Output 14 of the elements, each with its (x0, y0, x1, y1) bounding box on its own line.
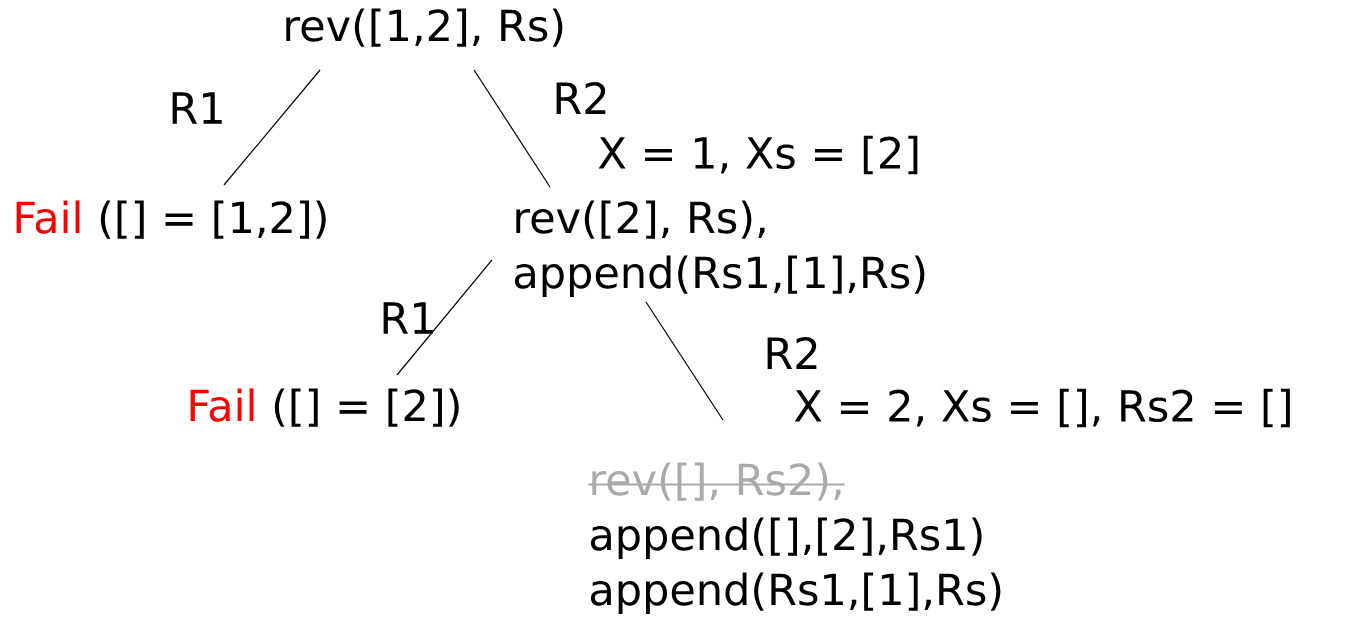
substitution-text: X = 1, Xs = [2] (598, 135, 918, 175)
tree-branch (396, 259, 493, 376)
rule-label: R1 (383, 302, 433, 334)
tree-branch (473, 69, 551, 188)
rule-label: R2 (767, 337, 817, 369)
tree-branch (645, 301, 724, 421)
goal-text: Fail ([] = [2]) (190, 388, 459, 427)
goal-text: rev([1,2], Rs) (286, 8, 563, 47)
rule-label: R2 (556, 82, 606, 114)
substitution-text: X = 2, Xs = [], Rs2 = [] (794, 388, 1290, 428)
goal-text: rev([2], Rs), append(Rs1,[1],Rs) (515, 200, 925, 297)
tree-branch (223, 69, 321, 186)
rule-label: R1 (172, 92, 222, 124)
goal-text: Fail ([] = [1,2]) (16, 200, 326, 239)
